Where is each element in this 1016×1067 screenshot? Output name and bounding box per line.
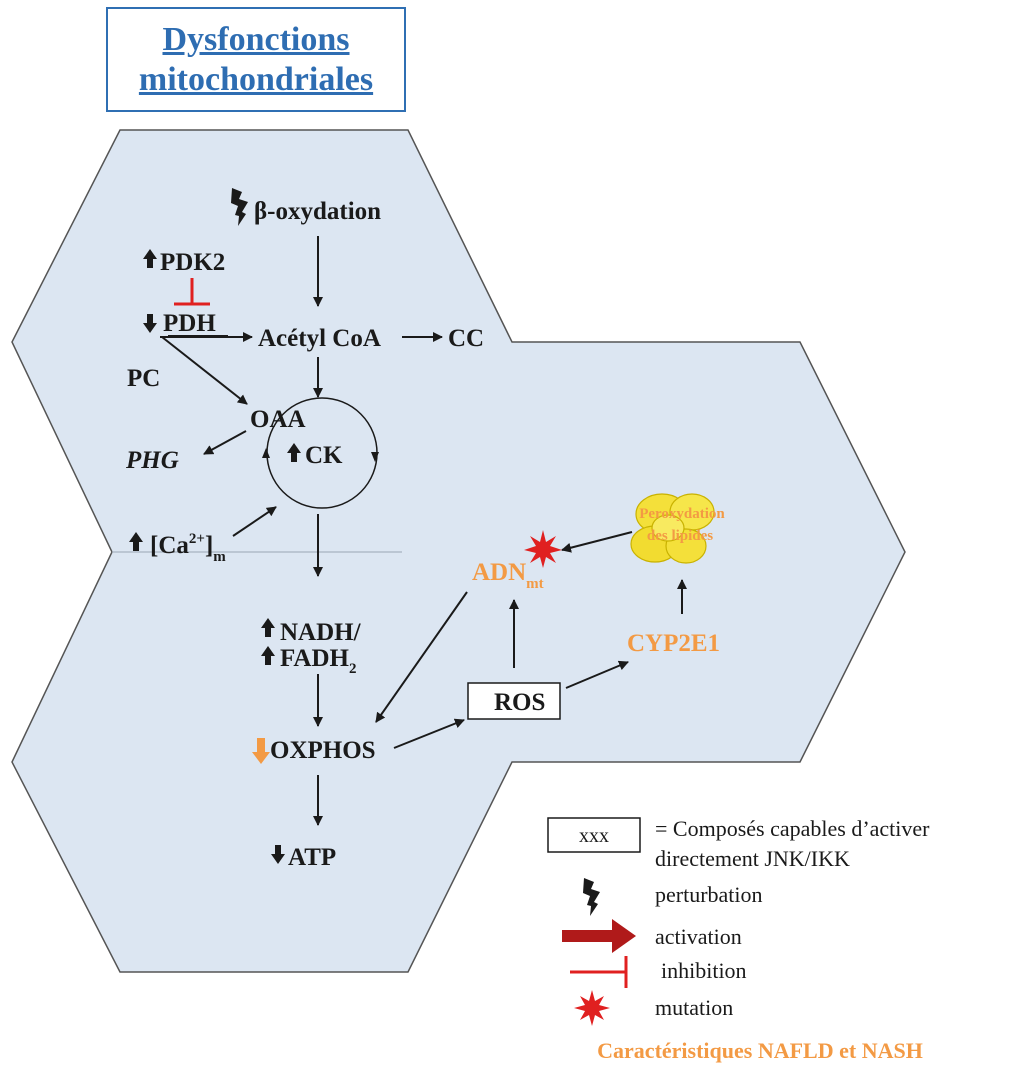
legend-inhibition-label: inhibition	[661, 958, 747, 983]
title-box: Dysfonctions mitochondriales	[106, 7, 406, 112]
cyp2e1-label: CYP2E1	[627, 630, 720, 657]
pc-label: PC	[127, 365, 160, 392]
ros-box	[467, 682, 561, 720]
title-line-2: mitochondriales	[138, 60, 374, 98]
lightning-icon	[231, 188, 248, 226]
oaa-label: OAA	[250, 406, 306, 433]
arrow-perox-to-adn	[561, 531, 633, 553]
up-arrow-icon	[287, 443, 301, 462]
arrow-pdh-to-oaa	[161, 336, 248, 405]
arrow-ros-to-cyp	[565, 660, 629, 689]
up-arrow-icon	[261, 618, 275, 637]
peroxydation-label-line2: des lipides	[647, 528, 713, 544]
up-arrow-icon	[143, 249, 157, 268]
legend-perturbation-label: perturbation	[655, 882, 763, 907]
title-line-1: Dysfonctions	[162, 20, 350, 58]
legend-activation-label: activation	[655, 924, 742, 949]
pdh-label: PDH	[163, 310, 216, 337]
inhibition-pdk2-pdh	[174, 278, 210, 306]
legend-activation-arrow-icon	[562, 919, 636, 953]
arrow-oaa-to-phg	[203, 430, 247, 455]
up-arrow-icon	[129, 532, 143, 551]
fadh-label: FADH2	[280, 645, 356, 677]
cycle-arrow-right	[371, 452, 379, 462]
calcium-label: [Ca2+]m	[150, 531, 226, 565]
indicator-arrows	[129, 249, 301, 864]
legend-compound-box	[547, 817, 641, 853]
beta-oxydation-label: β-oxydation	[254, 198, 381, 225]
phg-label: PHG	[125, 447, 179, 474]
arrow-ca-to-cycle	[232, 506, 277, 537]
down-arrow-icon	[252, 738, 270, 764]
acetyl-coa-label: Acétyl CoA	[258, 325, 381, 352]
pathway-arrows	[160, 236, 687, 826]
cycle-arrow-left	[262, 448, 270, 458]
legend-inhibition-icon	[570, 956, 628, 988]
up-arrow-icon	[261, 646, 275, 665]
nadh-label: NADH/	[280, 619, 362, 646]
mutation-star-icon	[524, 530, 562, 568]
legend-lightning-icon	[583, 878, 600, 916]
legend-box-description: = Composés capables d’activer	[655, 816, 930, 841]
oxphos-label: OXPHOS	[270, 737, 376, 764]
legend-box-text: xxx	[579, 825, 609, 847]
legend-mutation-star-icon	[574, 990, 610, 1026]
arrow-adn-to-oxphos	[375, 591, 468, 723]
down-arrow-icon	[271, 845, 285, 864]
peroxydation-label: Peroxydation	[639, 506, 725, 522]
atp-label: ATP	[288, 844, 336, 871]
legend-box-description-line2: directement JNK/IKK	[655, 846, 850, 871]
legend-mutation-label: mutation	[655, 995, 733, 1020]
lipid-droplets-icon	[630, 493, 715, 564]
arrow-oxphos-to-ros	[393, 718, 465, 749]
cc-label: CC	[448, 325, 484, 352]
legend-footer: Caractéristiques NAFLD et NASH	[597, 1038, 923, 1063]
adn-mt-label: ADNmt	[472, 559, 544, 592]
down-arrow-icon	[143, 314, 157, 333]
ros-label: ROS	[494, 689, 545, 716]
pdk2-label: PDK2	[160, 249, 225, 276]
ck-label: CK	[305, 442, 343, 469]
